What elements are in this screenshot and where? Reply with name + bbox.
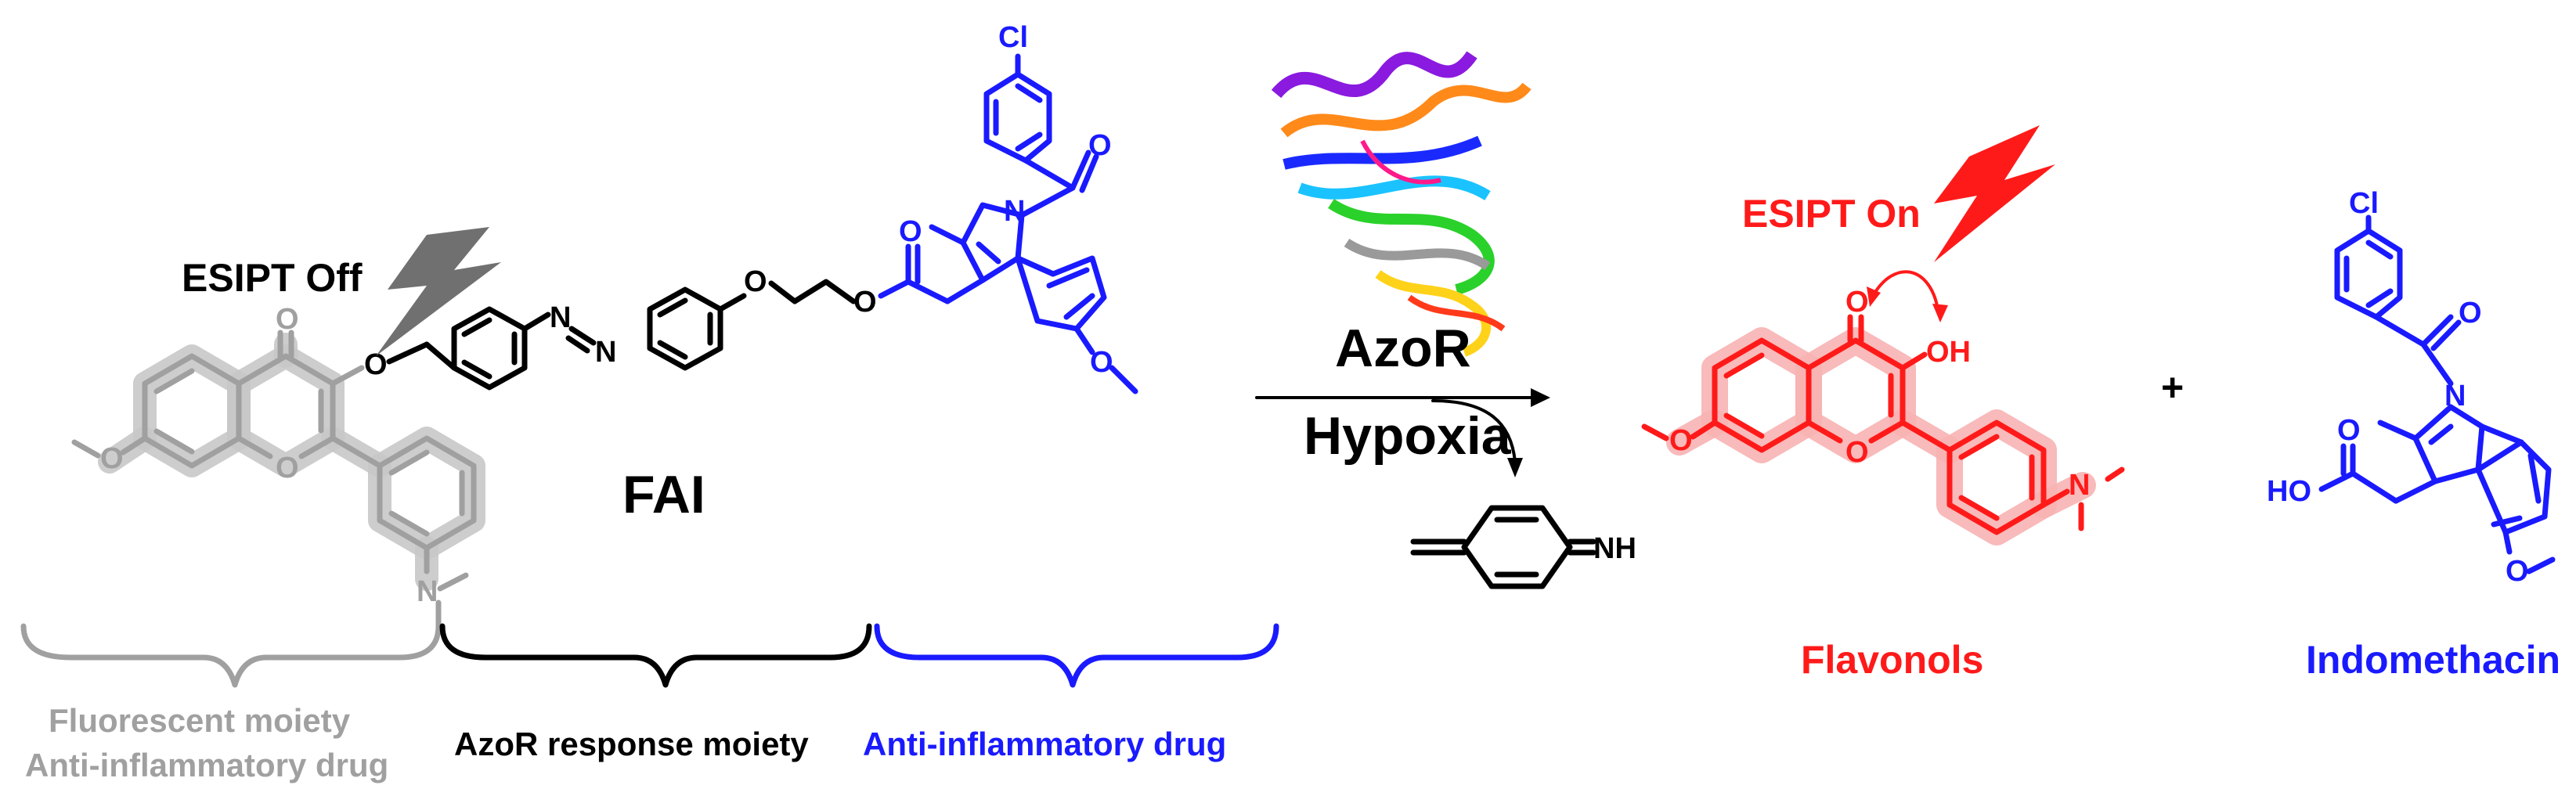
indo-n-product: N (2444, 380, 2466, 412)
indo-chlorine-product: Cl (2349, 187, 2379, 220)
flavonol-bonds-red (1641, 314, 2125, 535)
esipt-off-label: ESIPT Off (182, 256, 363, 300)
reaction-arrow (1255, 388, 1550, 407)
fai-label: FAI (622, 465, 705, 524)
azo-aryl-ether-o: O (744, 265, 767, 298)
flavonol-carbonyl-o-red: O (1845, 286, 1869, 319)
indomethacin-product-label: Indomethacin (2306, 638, 2560, 682)
flavonol-amine-n-gray: N (417, 575, 438, 608)
brace-drug (874, 623, 1279, 688)
imine-nh-label: NH (1593, 532, 1636, 565)
azo-linker: N N O O (386, 265, 877, 391)
side-product-arrow (1431, 399, 1523, 477)
brace-fluorescent (20, 623, 442, 688)
azo-linker-bonds (386, 279, 857, 391)
indomethacin-bonds-fai (878, 53, 1138, 394)
flavonol-product-label: Flavonols (1801, 638, 1983, 682)
flavonol-carbonyl-o-gray: O (276, 303, 299, 336)
lightning-bolt-icon (376, 227, 501, 356)
indo-methoxy-o-product: O (2506, 555, 2529, 588)
flavonol-methoxy-o-red: O (1669, 424, 1693, 457)
indomethacin-product: Cl O N O HO O (2267, 187, 2556, 588)
azo-n1: N (550, 301, 571, 334)
flavonol-bonds-gray (71, 330, 477, 633)
moiety-fluorescent-line2: Anti-inflammatory drug (25, 747, 388, 783)
moiety-azor-label: AzoR response moiety (454, 726, 809, 762)
lightning-bolt-icon (1934, 125, 2055, 262)
indo-chlorine-fai: Cl (998, 21, 1028, 54)
moiety-drug-label: Anti-inflammatory drug (863, 726, 1226, 762)
flavonol-methoxy-o-gray: O (100, 442, 124, 475)
proton-transfer-arrow (1867, 270, 1948, 322)
flavonol-amine-n-red: N (2069, 469, 2090, 502)
quinone-imine-side-product (1410, 505, 1596, 589)
flavonol-moiety-gray: O O O O N (71, 303, 485, 633)
ester-o: O (853, 286, 877, 319)
brace-azor (439, 623, 872, 688)
moiety-fluorescent-line1: Fluorescent moiety (49, 702, 351, 739)
indo-n-fai: N (1004, 195, 1025, 228)
plus-sign: + (2161, 366, 2184, 409)
flavonol-product: O OH O O N (1641, 270, 2125, 546)
flavonol-hydroxyl-red: OH (1926, 336, 1971, 369)
indo-amide-o-product: O (2459, 297, 2482, 330)
enzyme-label: AzoR (1335, 319, 1471, 378)
indomethacin-bonds-product (2318, 214, 2556, 574)
indo-amide-o-fai: O (1088, 129, 1112, 162)
flavonol-ring-o-red: O (1845, 436, 1869, 469)
esipt-on-label: ESIPT On (1742, 192, 1921, 236)
indo-methoxy-o-fai: O (1090, 346, 1113, 379)
indo-acid-o-product: O (2337, 414, 2361, 447)
indo-acid-ho-product: HO (2267, 475, 2311, 508)
flavonol-ether-o-gray: O (364, 348, 388, 381)
flavonol-ring-o-gray: O (276, 452, 299, 484)
condition-label: Hypoxia (1304, 406, 1512, 466)
protein-ribbon-icon (1271, 51, 1532, 357)
azo-n2: N (595, 336, 616, 369)
indomethacin-moiety-fai: O N O O Cl (878, 21, 1138, 394)
indo-ester-carbonyl-o: O (899, 215, 922, 248)
